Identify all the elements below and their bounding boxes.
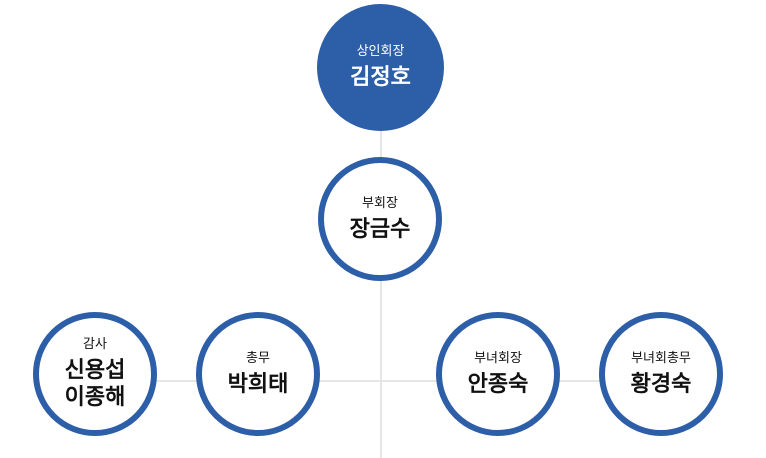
womens-general-affairs-name: 황경숙 — [630, 371, 692, 397]
womens-president-name: 안종숙 — [467, 371, 529, 397]
auditor-name-1: 신용섭 — [64, 358, 126, 383]
auditor-role: 감사 — [83, 337, 107, 352]
womens-general-affairs-node: 부녀회총무 황경숙 — [599, 312, 723, 436]
vice-president-node: 부회장 장금수 — [318, 157, 442, 281]
womens-president-node: 부녀회장 안종숙 — [436, 312, 560, 436]
general-affairs-name: 박희태 — [227, 371, 289, 397]
president-node: 상인회장 김정호 — [317, 4, 444, 131]
vice-president-role: 부회장 — [362, 195, 398, 211]
vice-president-name: 장금수 — [349, 216, 411, 242]
president-role: 상인회장 — [356, 44, 405, 59]
vertical-connector — [380, 120, 382, 458]
auditor-name-2: 이종해 — [64, 385, 126, 410]
auditor-node: 감사 신용섭 이종해 — [33, 312, 157, 436]
womens-president-role: 부녀회장 — [474, 350, 522, 366]
president-name: 김정호 — [350, 65, 411, 90]
horizontal-connector — [95, 380, 660, 382]
general-affairs-node: 총무 박희태 — [196, 312, 320, 436]
general-affairs-role: 총무 — [246, 350, 270, 366]
womens-general-affairs-role: 부녀회총무 — [631, 350, 691, 366]
